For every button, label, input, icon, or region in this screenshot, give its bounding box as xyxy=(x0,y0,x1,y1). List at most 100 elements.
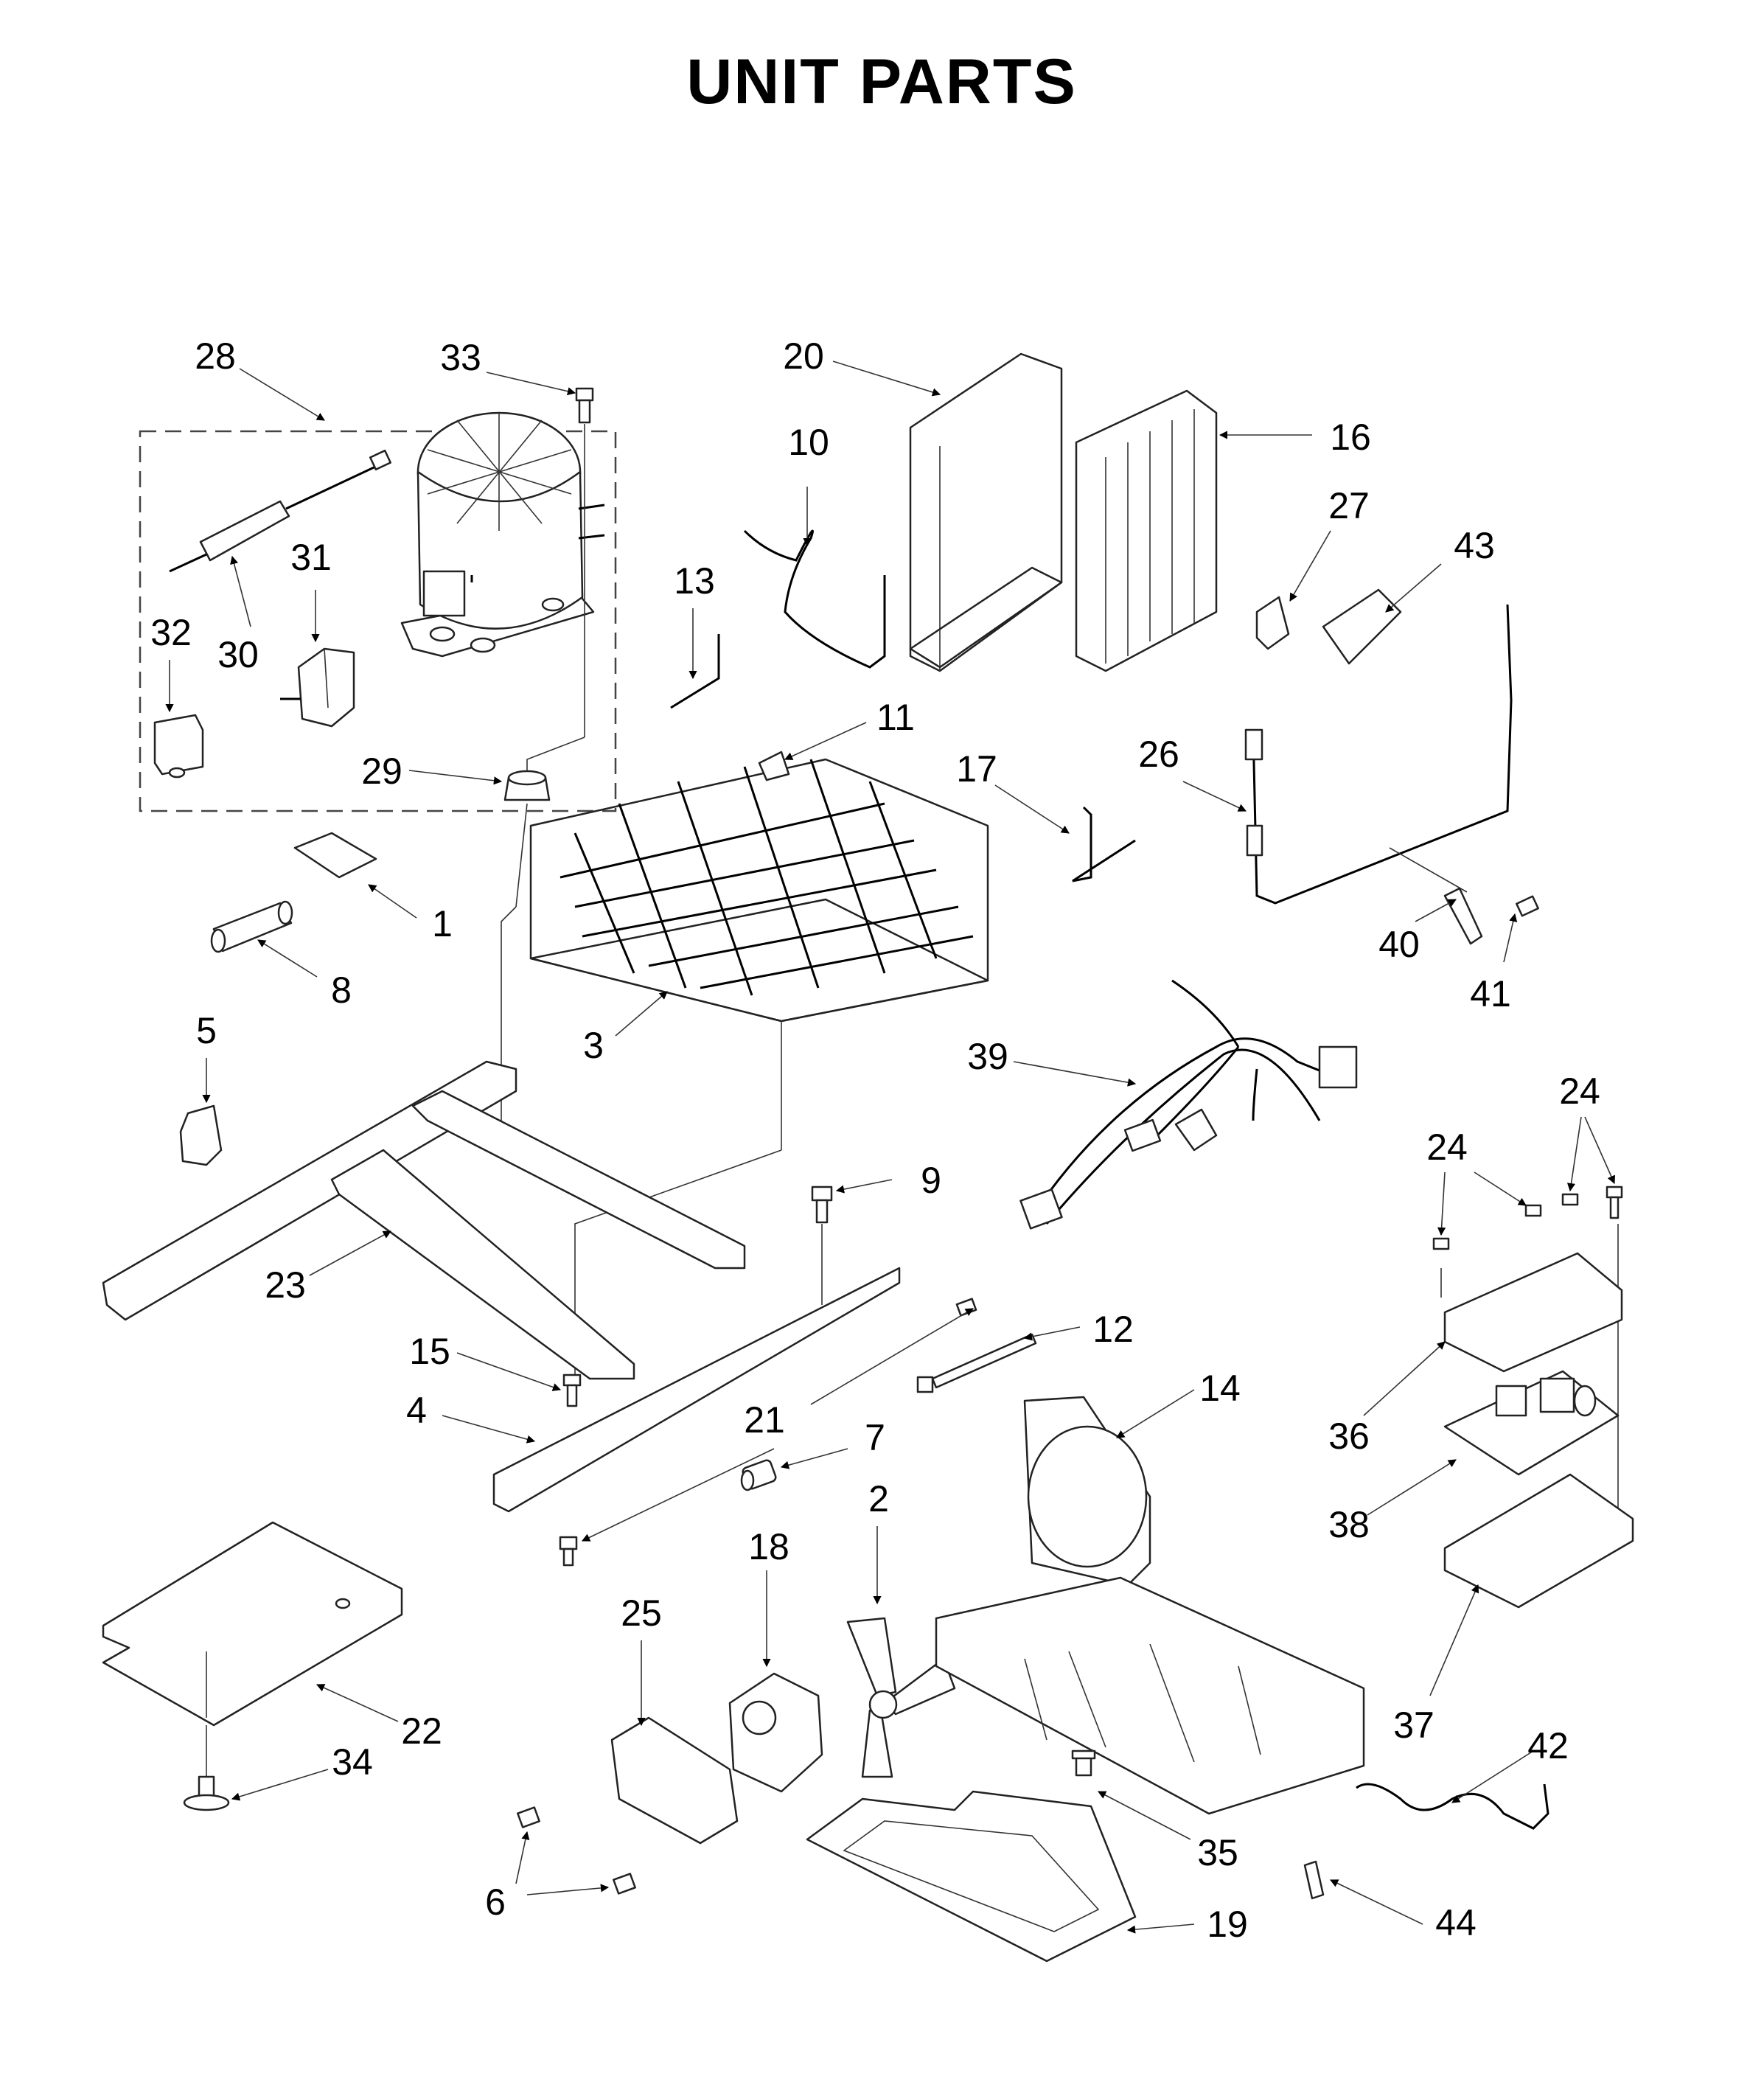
screw-35 xyxy=(1071,1749,1096,1777)
leader-38 xyxy=(1367,1459,1457,1516)
callout-35: 35 xyxy=(1197,1832,1238,1873)
screw-6-left xyxy=(517,1806,540,1828)
callout-34: 34 xyxy=(332,1741,373,1783)
leader-35 xyxy=(1098,1791,1191,1840)
callout-36: 36 xyxy=(1328,1416,1370,1457)
callout-42: 42 xyxy=(1527,1725,1569,1766)
callout-26: 26 xyxy=(1138,734,1179,775)
leader-30 xyxy=(230,555,251,627)
leader-20 xyxy=(832,361,941,397)
callout-43: 43 xyxy=(1454,525,1495,566)
screw-34 xyxy=(183,1775,230,1811)
leader-41 xyxy=(1503,913,1518,963)
clip-27 xyxy=(1255,596,1290,650)
shim-1 xyxy=(293,832,377,879)
callout-7: 7 xyxy=(865,1417,885,1458)
leader-3 xyxy=(615,991,668,1037)
insulation-tube-8 xyxy=(210,900,293,953)
control-board-38 xyxy=(1443,1370,1620,1476)
leader-42 xyxy=(1451,1750,1534,1803)
callout-15: 15 xyxy=(409,1331,450,1372)
callout-13: 13 xyxy=(674,560,715,602)
control-cover-36 xyxy=(1443,1252,1623,1373)
clip-17 xyxy=(1072,806,1136,882)
callout-33: 33 xyxy=(440,337,481,378)
screw-41 xyxy=(1516,895,1539,917)
tube-13 xyxy=(670,634,720,709)
screws-24 xyxy=(1432,1185,1623,1250)
callout-3: 3 xyxy=(583,1025,604,1066)
leader-39 xyxy=(1013,1061,1137,1087)
callout-24a: 24 xyxy=(1426,1127,1468,1168)
page-title: UNIT PARTS xyxy=(686,46,1077,117)
callout-5: 5 xyxy=(196,1010,217,1051)
leader-44 xyxy=(1329,1879,1423,1925)
clip-44 xyxy=(1303,1860,1325,1900)
fan-bracket-25 xyxy=(610,1716,739,1845)
screw-9 xyxy=(811,1185,833,1224)
tie-12 xyxy=(931,1333,1037,1389)
callout-25: 25 xyxy=(621,1592,662,1634)
clip-11 xyxy=(758,751,790,781)
cover-22 xyxy=(102,1521,403,1727)
screw-15 xyxy=(562,1373,582,1407)
bolt-33 xyxy=(575,387,594,424)
callout-1: 1 xyxy=(432,903,453,944)
grommet-7 xyxy=(740,1459,777,1491)
relay-31 xyxy=(280,647,355,728)
callout-30: 30 xyxy=(217,634,259,675)
condenser-3 xyxy=(529,758,989,1023)
leader-24d xyxy=(1584,1116,1616,1185)
leader-7 xyxy=(780,1448,848,1469)
callout-leaders xyxy=(165,361,1616,1934)
leader-29 xyxy=(408,770,503,785)
leader-34 xyxy=(231,1769,329,1801)
leader-33 xyxy=(486,372,576,396)
leader-24c xyxy=(1566,1116,1582,1192)
callout-40: 40 xyxy=(1378,924,1420,965)
leader-43 xyxy=(1385,563,1442,613)
callout-18: 18 xyxy=(748,1526,789,1567)
screw-6-right xyxy=(613,1873,636,1895)
control-box-37 xyxy=(1443,1473,1634,1609)
front-rail-4 xyxy=(492,1267,901,1513)
leader-28 xyxy=(239,368,325,421)
callout-39: 39 xyxy=(967,1036,1008,1077)
callout-numbers: 1 2 3 4 5 6 7 8 9 10 11 12 13 14 15 16 1… xyxy=(150,335,1600,1945)
leader-37 xyxy=(1429,1584,1479,1696)
grommet-29 xyxy=(503,770,551,801)
callout-10: 10 xyxy=(788,422,829,463)
callout-38: 38 xyxy=(1328,1504,1370,1545)
base-frame-23 xyxy=(102,1060,746,1380)
callout-22: 22 xyxy=(401,1710,442,1752)
leader-23 xyxy=(309,1230,391,1276)
callout-29: 29 xyxy=(361,751,402,792)
pad-43 xyxy=(1322,588,1402,665)
callout-23: 23 xyxy=(265,1264,306,1306)
leader-4 xyxy=(442,1415,536,1444)
leader-27 xyxy=(1289,530,1331,602)
callout-17: 17 xyxy=(956,748,997,790)
relay-cover-32 xyxy=(153,714,204,779)
tube-42 xyxy=(1356,1783,1549,1830)
thermistor-26 xyxy=(1244,604,1513,905)
leader-17 xyxy=(994,784,1070,834)
callout-44: 44 xyxy=(1435,1902,1477,1943)
callout-16: 16 xyxy=(1330,417,1371,458)
callout-31: 31 xyxy=(290,537,332,578)
leader-8 xyxy=(257,939,318,978)
drier-30 xyxy=(169,449,392,573)
leader-19 xyxy=(1126,1923,1195,1934)
harness-39 xyxy=(1019,979,1358,1230)
leader-15 xyxy=(456,1352,562,1391)
leader-6b xyxy=(526,1884,610,1895)
callout-9: 9 xyxy=(921,1160,941,1201)
leader-24a xyxy=(1437,1171,1446,1236)
callout-4: 4 xyxy=(406,1390,427,1431)
callout-32: 32 xyxy=(150,612,192,653)
callout-12: 12 xyxy=(1092,1309,1134,1350)
compressor-kit-boundary xyxy=(139,430,617,812)
base-shroud-14 xyxy=(935,1396,1365,1815)
leader-6a xyxy=(515,1831,530,1884)
callout-8: 8 xyxy=(331,969,352,1011)
